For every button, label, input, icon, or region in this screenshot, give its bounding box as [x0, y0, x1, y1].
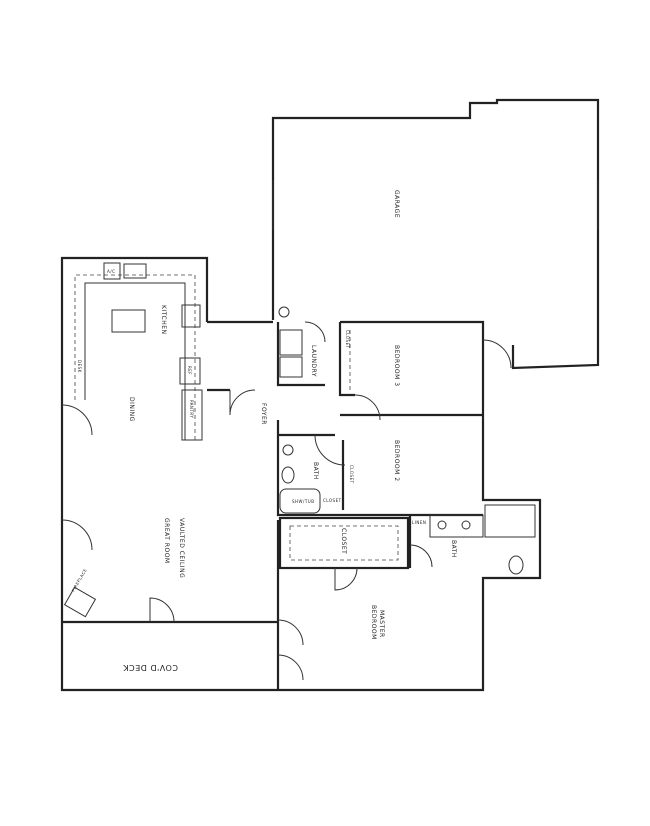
label-linen: LINEN [412, 520, 426, 525]
label-master-bath: BATH [450, 540, 457, 558]
label-tub: SHW/TUB [292, 499, 314, 504]
label-closet-bath: CLOSET [323, 498, 342, 503]
label-desk: DESK [77, 360, 82, 373]
label-closet-master: CLOSET [340, 528, 347, 554]
label-kitchen: KITCHEN [160, 305, 167, 335]
label-bedroom3: BEDROOM 3 [393, 345, 400, 387]
label-garage: GARAGE [393, 190, 400, 218]
garage-door-swing [482, 339, 512, 369]
label-bedroom2: BEDROOM 2 [393, 440, 400, 482]
label-laundry: LAUNDRY [310, 345, 317, 377]
label-closet-b2: CLOSET [349, 465, 354, 484]
label-master: MASTER [378, 610, 385, 638]
label-dining: DINING [128, 397, 135, 422]
label-ref: REF [187, 366, 192, 375]
label-fireplace: FIREPLACE [71, 567, 88, 592]
label-master-bedroom: BEDROOM [370, 605, 377, 640]
label-deck: COV'D DECK [123, 663, 178, 672]
label-bath: BATH [312, 462, 319, 480]
label-foyer: FOYER [260, 403, 267, 425]
house-exterior-walls [60, 256, 542, 692]
label-pantry: PANTRY [189, 400, 194, 418]
label-great-room: GREAT ROOM [163, 518, 170, 564]
garage-walls [271, 98, 600, 370]
label-closet-b3: CLOSET [345, 330, 350, 349]
label-ac: A/C [107, 269, 115, 274]
label-vaulted: VAULTED CEILING [178, 518, 185, 578]
kitchen-island [111, 309, 146, 333]
